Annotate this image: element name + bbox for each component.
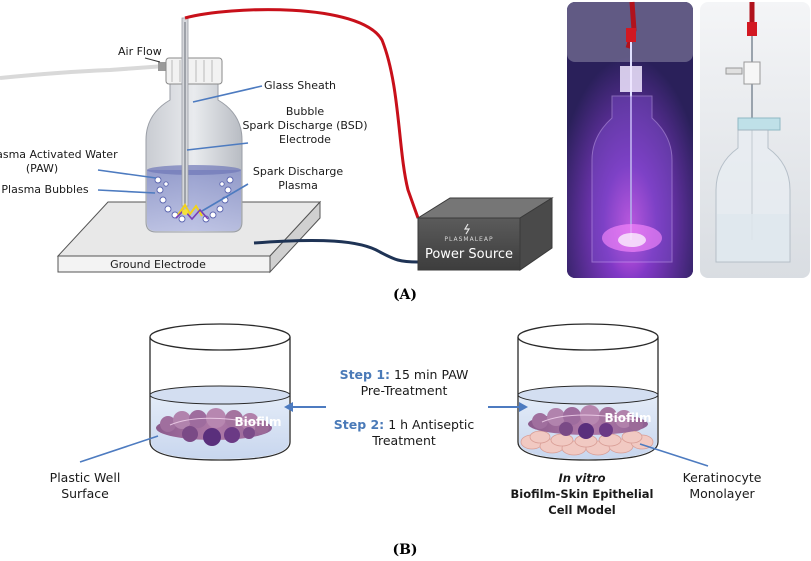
air-flow-label: Air Flow <box>118 45 162 58</box>
spark-label-line2: Plasma <box>278 179 318 192</box>
power-source: PLASMALEAP Power Source <box>416 197 554 271</box>
panel-b-caption: (B) <box>392 542 417 558</box>
step2-line1: Step 2: 1 h Antiseptic <box>334 417 475 432</box>
arrow-right-icon <box>519 402 528 412</box>
right-biofilm-label: Biofilm <box>604 411 651 425</box>
plasma-bubbles <box>154 176 234 223</box>
step2-line2: Treatment <box>371 433 436 448</box>
plastic-well-label-line2: Surface <box>61 486 109 501</box>
left-biofilm-label: Biofilm <box>234 415 281 429</box>
keratinocyte-label-line1: Keratinocyte <box>683 470 762 485</box>
panel-a-caption: (A) <box>393 287 417 303</box>
leader-lines <box>97 85 263 212</box>
right-biofilm <box>528 405 648 439</box>
left-biofilm <box>156 408 272 446</box>
lightning-icon <box>463 223 471 235</box>
bsd-label-line3: Electrode <box>279 133 331 146</box>
bsd-label-line2: Spark Discharge (BSD) <box>242 119 367 132</box>
treatment-arrows <box>284 402 528 412</box>
panel-a: Ground Electrode Air Flow <box>0 1 810 303</box>
bsd-label-line1: Bubble <box>286 105 325 118</box>
glass-sheath-label: Glass Sheath <box>264 79 336 92</box>
ground-cable <box>253 238 419 264</box>
power-source-brand: PLASMALEAP <box>444 236 493 243</box>
spark-label-line1: Spark Discharge <box>253 165 343 178</box>
keratinocyte-leader <box>639 443 709 467</box>
photo-plasma-bottle <box>567 1 693 278</box>
step2-text: 1 h Antiseptic <box>388 417 474 432</box>
plasma-bubbles-label: Plasma Bubbles <box>1 183 88 196</box>
step1-key: Step 1: <box>340 367 390 382</box>
model-label-line3: Cell Model <box>548 503 615 517</box>
reactor-bottle <box>145 17 243 233</box>
plastic-well-label-line1: Plastic Well <box>50 470 121 485</box>
keratinocyte-layer <box>520 430 654 456</box>
air-flow-arrow <box>144 57 161 63</box>
paw-label-line1: Plasma Activated Water <box>0 148 118 161</box>
air-flow-connector <box>158 62 170 71</box>
step2-key: Step 2: <box>334 417 384 432</box>
plastic-well-leader <box>79 435 159 463</box>
paw-label-line2: (PAW) <box>26 162 58 175</box>
hv-cable <box>184 8 420 219</box>
air-flow-tube <box>0 64 166 80</box>
ground-electrode-label: Ground Electrode <box>110 258 206 271</box>
panel-b: Biofilm <box>50 323 762 558</box>
right-well: Biofilm <box>517 323 659 461</box>
model-label-line1: In vitro <box>559 471 606 485</box>
photo-clear-bottle <box>700 2 810 278</box>
left-well: Biofilm <box>149 323 291 461</box>
spark-discharge <box>175 203 209 221</box>
power-source-title: Power Source <box>425 247 513 262</box>
step1-line2: Pre-Treatment <box>361 383 448 398</box>
step1-line1: Step 1: 15 min PAW <box>340 367 469 382</box>
arrow-left-icon <box>284 402 293 412</box>
keratinocyte-label-line2: Monolayer <box>689 486 755 501</box>
model-label-line2: Biofilm-Skin Epithelial <box>511 487 654 501</box>
step1-text: 15 min PAW <box>394 367 468 382</box>
